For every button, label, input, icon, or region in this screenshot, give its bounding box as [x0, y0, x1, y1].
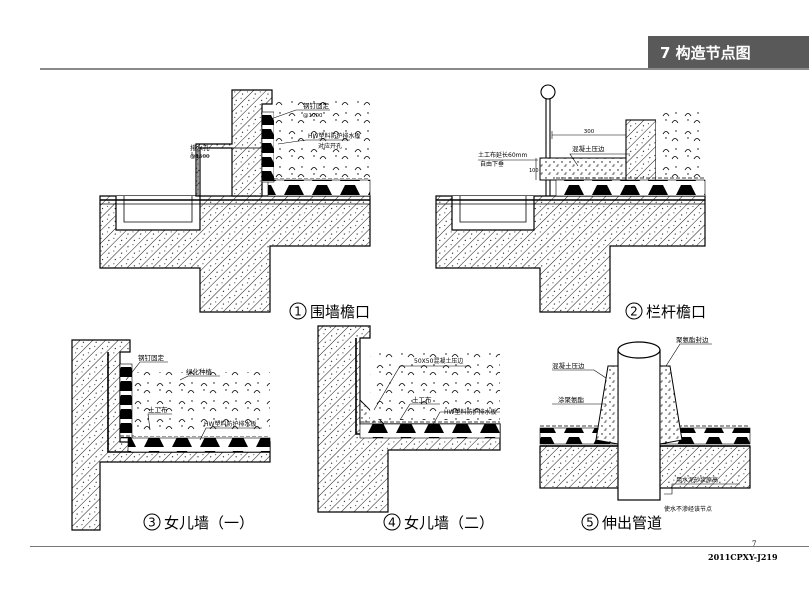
detail-4-title: 女儿墙（二）	[404, 514, 494, 532]
label-dim-100: 100	[529, 168, 539, 174]
section-header	[648, 36, 809, 68]
label-seal: 聚氨酯封边	[676, 335, 709, 344]
page-number: 7	[752, 540, 757, 548]
detail-3-number-circle	[143, 513, 161, 531]
label-coating: 涂聚氨酯	[558, 395, 585, 404]
label-concrete-edge: 混凝土压边	[572, 144, 605, 153]
detail-5-number: 5	[586, 516, 594, 530]
label-drain-hole: 排水孔	[190, 143, 210, 152]
section-title: 7 构造节点图	[660, 44, 751, 62]
label-nail-spacing: @1000	[303, 113, 323, 119]
detail-4-number: 4	[388, 516, 396, 530]
label-hole-spacing: @1500	[190, 154, 210, 160]
detail-5-number-circle	[581, 513, 599, 531]
label-dim-300: 300	[584, 129, 595, 135]
detail-2-title: 栏杆檐口	[646, 303, 706, 321]
detail-2-number: 2	[630, 305, 638, 319]
label-drain-board: HW塑料防护排水板	[308, 132, 360, 140]
document-code: 2011CPXY-J219	[708, 552, 778, 562]
detail-4: 50X50混凝土压边 土工布 HW塑料防护排水板 4 女儿墙（二）	[317, 325, 501, 532]
label-geotextile: 土工布延长60mm	[478, 151, 527, 159]
detail-1-number: 1	[294, 305, 302, 319]
label-drain-board: HW塑料防护排水板	[444, 408, 496, 416]
label-mortar: 用水泥砂浆原高	[676, 476, 718, 484]
detail-5: 聚氨酯封边 混凝土压边 涂聚氨酯 用水泥砂浆原高 使水不渗经该节点 5 伸出管道	[539, 335, 751, 532]
label-note: 使水不渗经该节点	[664, 505, 712, 513]
detail-4-number-circle	[383, 513, 401, 531]
detail-1-title: 围墙檐口	[310, 303, 370, 321]
label-geotextile: 土工布	[412, 395, 432, 404]
label-concrete-edge: 50X50混凝土压边	[414, 357, 463, 365]
detail-1: 钢钉固定 @1000 HW塑料防护排水板 对应开孔 排水孔 @1500 1 围墙…	[99, 89, 371, 321]
detail-1-number-circle	[289, 302, 307, 320]
detail-3-title: 女儿墙（一）	[164, 514, 254, 532]
label-geotextile: 土工布	[148, 405, 168, 414]
label-concrete-edge: 混凝土压边	[552, 361, 585, 370]
detail-2-number-circle	[625, 302, 643, 320]
label-nail: 钢钉固定	[138, 353, 165, 362]
detail-3: 钢钉固定 绿化种植 土工布 HW塑料防护排水板 3 女儿墙（一）	[71, 339, 271, 532]
label-nail: 钢钉固定	[303, 101, 330, 110]
detail-5-title: 伸出管道	[602, 514, 662, 532]
label-drain-board: HW塑料防护排水板	[204, 420, 256, 428]
label-drop: 自由下垂	[480, 160, 504, 168]
label-plants: 绿化种植	[186, 367, 213, 376]
detail-3-number: 3	[148, 516, 156, 530]
detail-2: 300 100 混凝土压边 土工布延长60mm 自由下垂 2 栏杆檐口	[435, 84, 706, 321]
header-rule	[40, 68, 809, 70]
footer-rule	[30, 546, 809, 547]
label-align-hole: 对应开孔	[318, 142, 342, 150]
